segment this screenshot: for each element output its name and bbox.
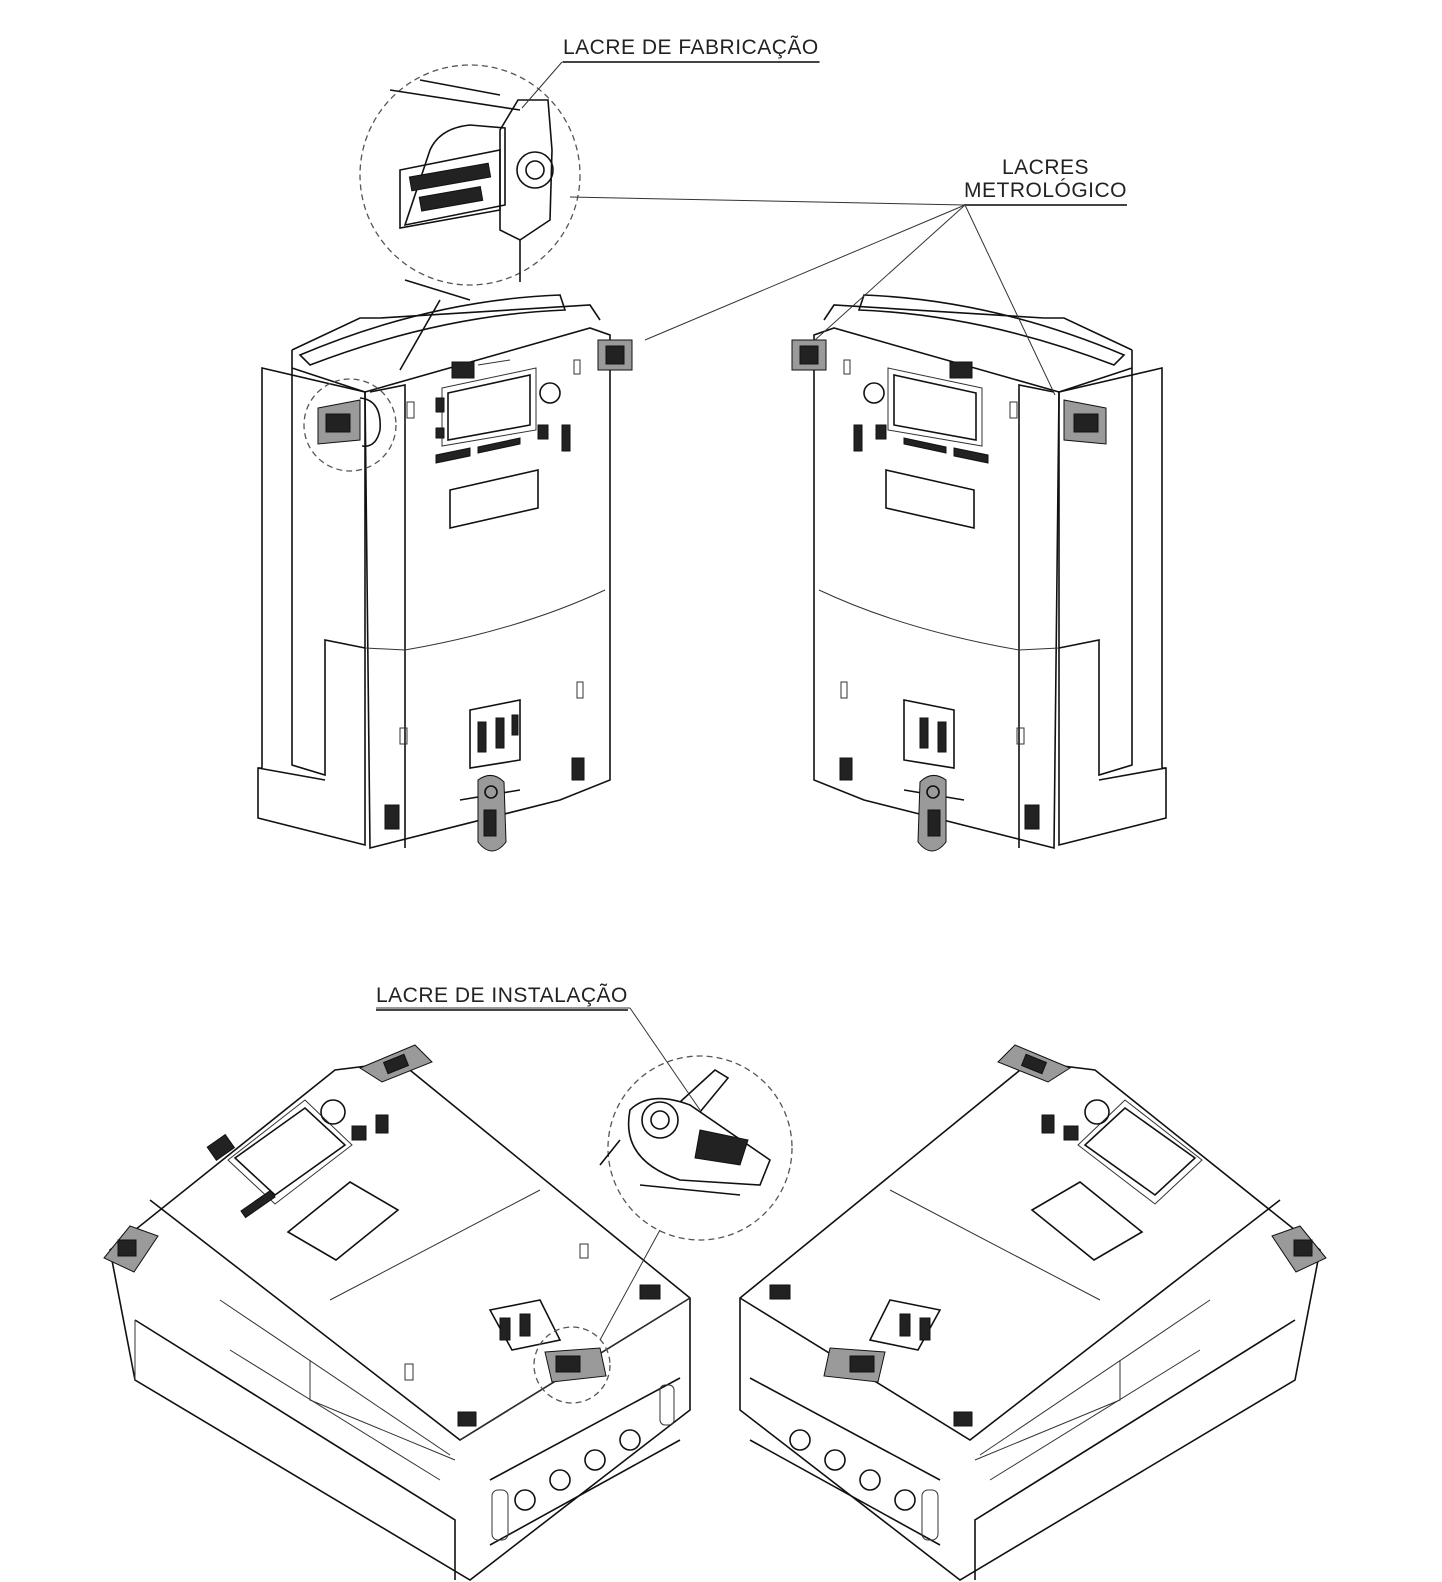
leader-lines-bottom	[376, 1007, 701, 1111]
metrological-seals-label: LACRES METROLÓGICO	[964, 156, 1128, 206]
fabrication-seal-label: LACRE DE FABRICAÇÃO	[563, 36, 819, 63]
metrological-seals-label-line2: METROLÓGICO	[964, 179, 1128, 202]
meter-lying-left	[103, 1044, 691, 1581]
installation-seal-detail	[599, 1055, 793, 1341]
fabrication-seal-detail	[359, 64, 581, 371]
meter-front-right	[791, 294, 1167, 852]
installation-seal-label: LACRE DE INSTALAÇÃO	[376, 984, 628, 1011]
metrological-seals-label-line1: LACRES	[1001, 156, 1090, 179]
meter-front-left	[257, 294, 633, 852]
meter-lying-right	[739, 1044, 1327, 1581]
